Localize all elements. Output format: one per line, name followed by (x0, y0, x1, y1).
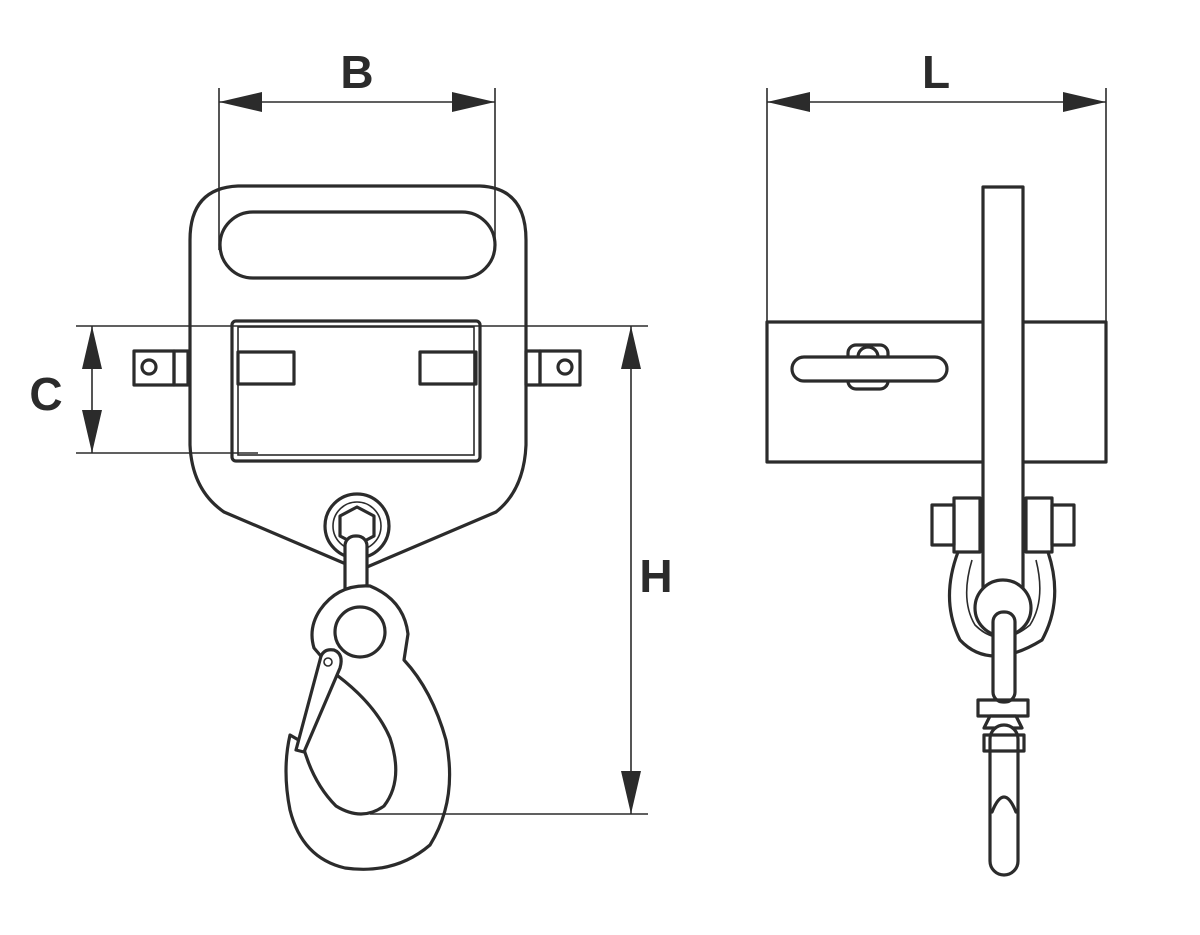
scale-body-side (765, 320, 1108, 464)
swivel-link (991, 610, 1017, 704)
dim-label-b: B (340, 46, 373, 98)
dim-label-l: L (922, 46, 950, 98)
side-hook-body (988, 723, 1020, 877)
dim-h-arrow-top (621, 326, 641, 369)
dim-l-arrow-right (1063, 92, 1106, 112)
safety-latch (294, 648, 343, 754)
swivel-neck (982, 714, 1024, 730)
side-hook-latch (982, 733, 1026, 753)
dim-c-arrow-top (82, 326, 102, 369)
shackle-plate (981, 185, 1025, 597)
display-window-inner (237, 326, 475, 456)
handle-slot (218, 210, 497, 280)
display-segment-right (418, 350, 478, 386)
dim-l-arrow-left (767, 92, 810, 112)
dim-b-arrow-right (452, 92, 495, 112)
dim-h-arrow-bottom (621, 771, 641, 814)
dimension-lines: B L C H (29, 46, 1107, 815)
front-view (132, 184, 582, 871)
dim-label-h: H (639, 550, 672, 602)
side-hook-tip (990, 795, 1018, 814)
dim-c-arrow-bottom (82, 410, 102, 453)
scale-body-outline (188, 184, 528, 572)
side-view-lug (790, 343, 949, 391)
shackle-bolts (930, 496, 1076, 554)
display-segment-left (236, 350, 296, 386)
latch-pin (323, 657, 333, 667)
display-window-outer (230, 319, 482, 463)
dim-b-arrow-left (219, 92, 262, 112)
side-view (765, 185, 1108, 877)
side-lug-left (132, 349, 190, 387)
hook-eye (333, 605, 387, 659)
side-lug-right (524, 349, 582, 387)
dim-label-c: C (29, 368, 62, 420)
